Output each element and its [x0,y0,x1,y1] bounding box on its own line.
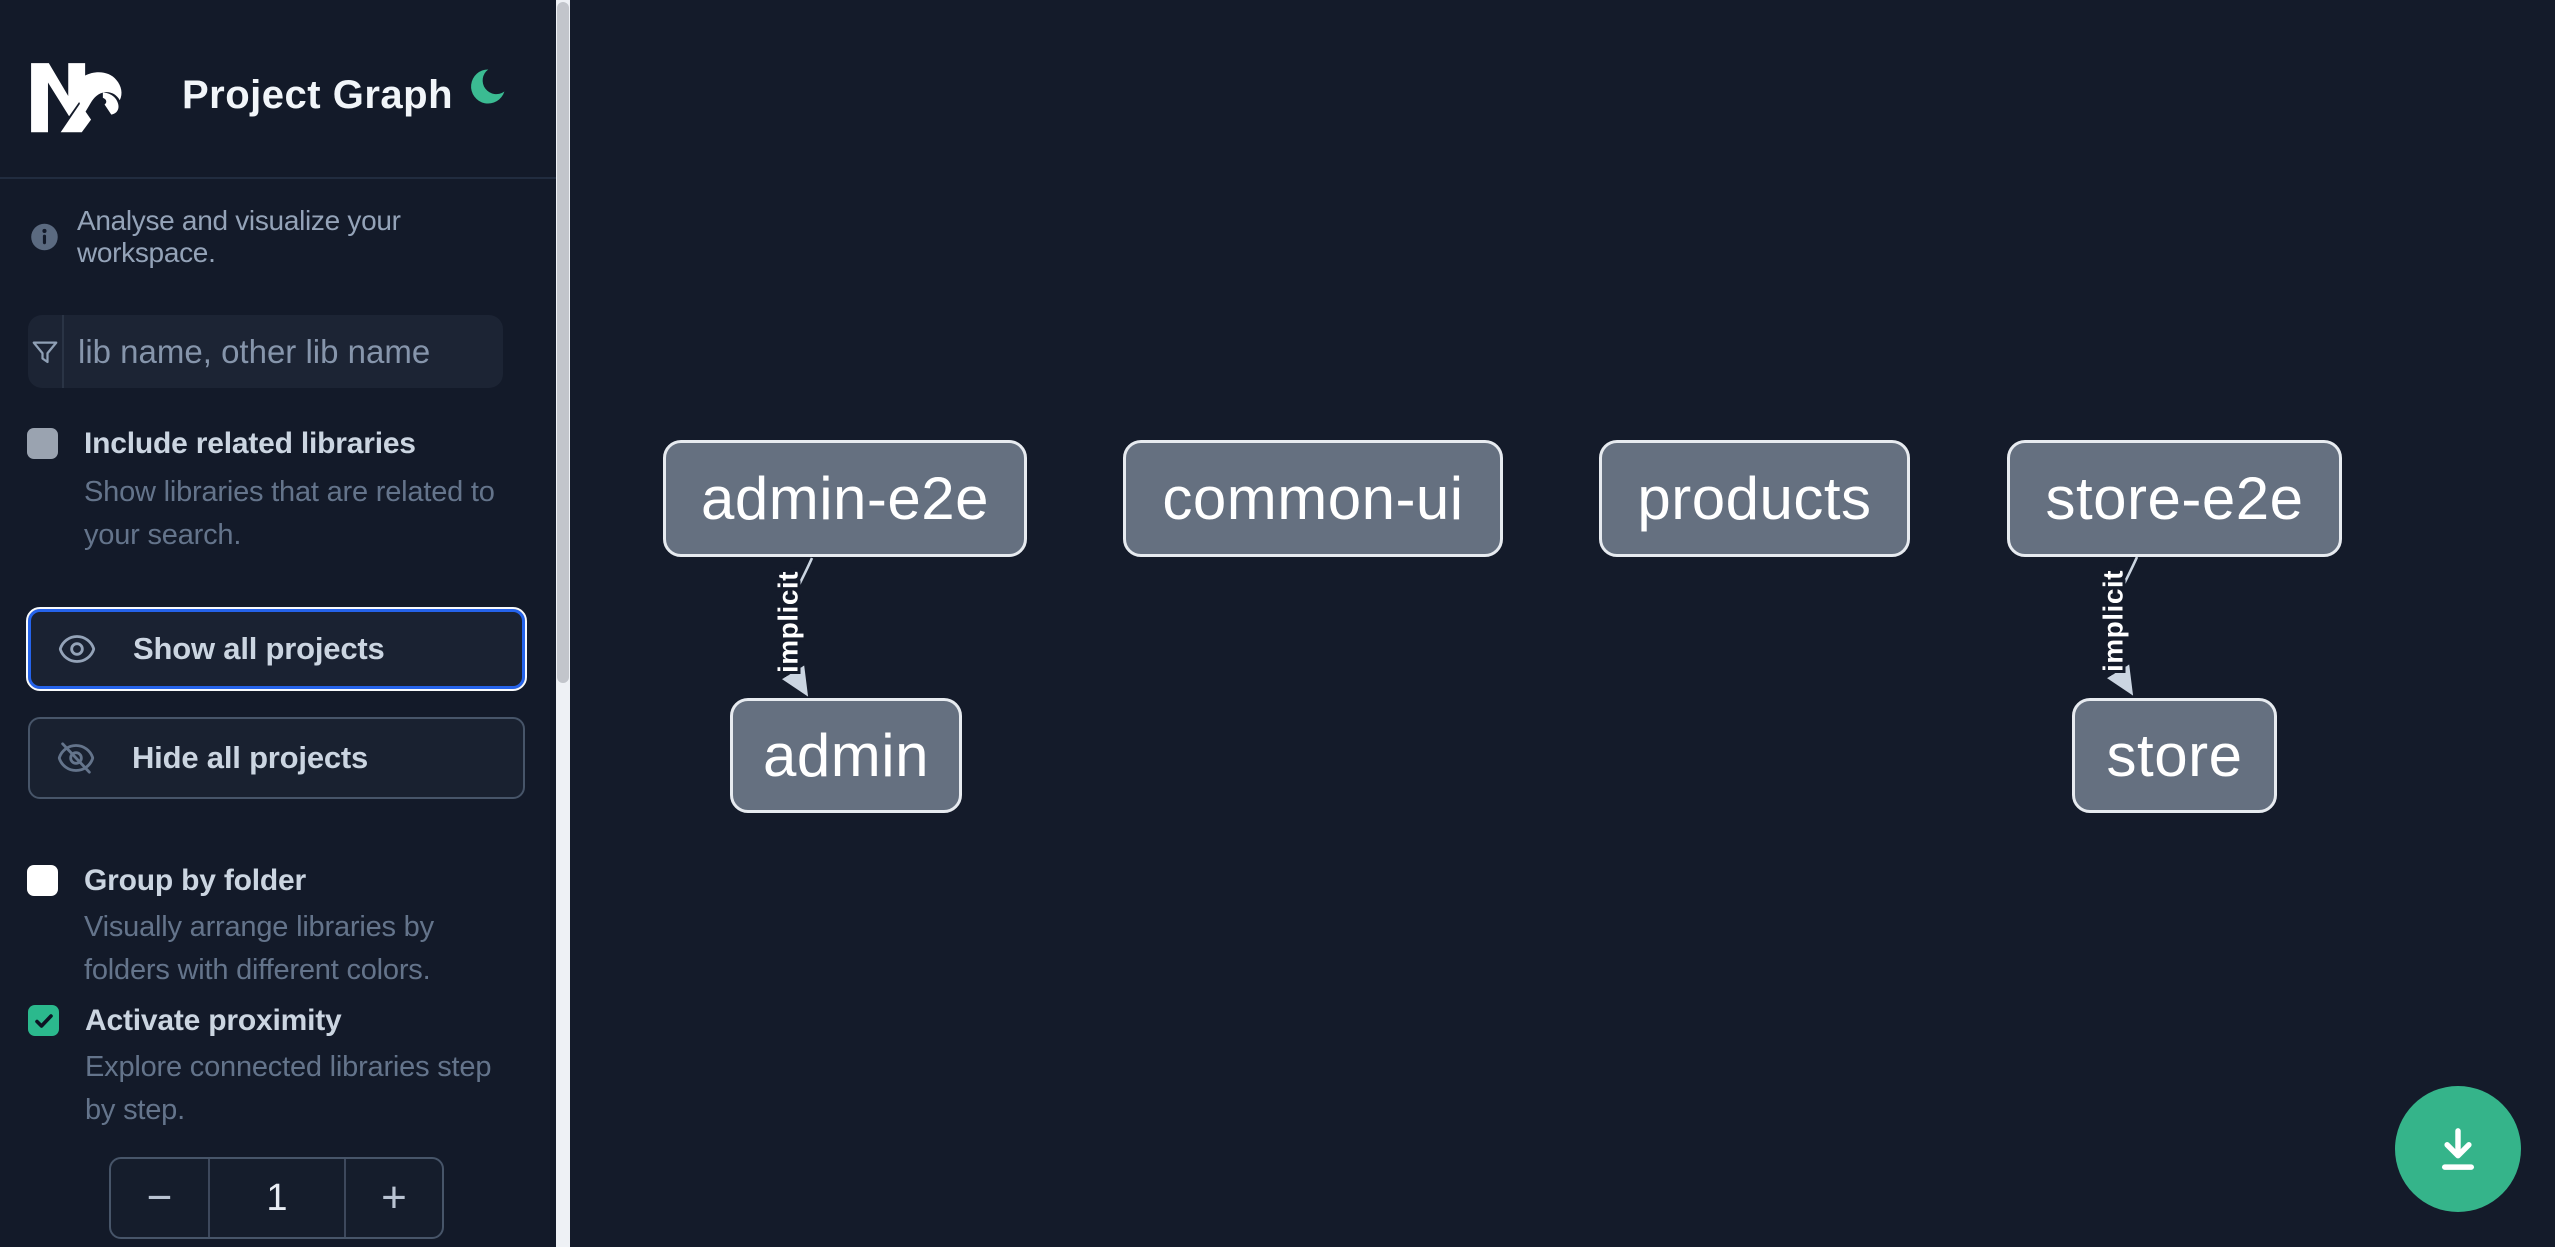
filter-input[interactable] [64,315,503,388]
graph-node-store-e2e[interactable]: store-e2e [2007,440,2342,557]
eye-icon [58,635,96,663]
header-divider [0,177,556,179]
include-related-description: Show libraries that are related to your … [84,476,495,551]
group-by-folder-description: Visually arrange libraries by folders wi… [84,911,434,986]
tagline-text: Analyse and visualize your workspace. [76,205,401,268]
group-by-folder-checkbox[interactable] [27,865,58,896]
decrement-button[interactable]: − [111,1159,208,1237]
eye-slash-icon [57,742,95,774]
graph-node-store[interactable]: store [2072,698,2277,813]
show-all-projects-button[interactable]: Show all projects [26,607,527,691]
activate-proximity-checkbox[interactable] [28,1005,59,1036]
graph-node-products[interactable]: products [1599,440,1910,557]
include-related-checkbox[interactable] [27,428,58,459]
activate-proximity-label: Activate proximity [85,1004,342,1037]
include-related-label: Include related libraries [84,427,416,460]
activate-proximity-description: Explore connected libraries step by step… [85,1051,492,1126]
nx-logo-icon [31,63,122,133]
graph-node-admin[interactable]: admin [730,698,962,813]
sidebar-header: Project Graph [0,0,556,177]
graph-canvas[interactable] [570,0,2555,1247]
sidebar-scrollbar-thumb[interactable] [557,2,569,683]
show-all-projects-label: Show all projects [133,631,385,666]
sidebar-scrollbar-track [556,0,570,1247]
sidebar: Project Graph Analyse and visualize your… [0,0,570,1247]
download-icon [2441,1128,2475,1170]
tagline-row: Analyse and visualize your workspace. [30,205,530,269]
page-title: Project Graph [182,73,454,117]
filter-searchbox [28,315,503,388]
proximity-depth-stepper: − 1 + [109,1157,444,1239]
download-image-button[interactable] [2395,1086,2521,1212]
funnel-cell [28,315,64,388]
theme-toggle-button[interactable] [462,62,514,114]
info-icon [31,223,58,251]
funnel-icon [32,341,58,363]
hide-all-projects-label: Hide all projects [132,740,369,775]
hide-all-projects-button[interactable]: Hide all projects [28,717,525,799]
depth-value: 1 [208,1159,346,1237]
moon-icon [471,68,505,104]
graph-node-admin-e2e[interactable]: admin-e2e [663,440,1027,557]
check-icon [34,1013,53,1028]
graph-node-common-ui[interactable]: common-ui [1123,440,1503,557]
increment-button[interactable]: + [346,1159,442,1237]
group-by-folder-label: Group by folder [84,864,307,897]
